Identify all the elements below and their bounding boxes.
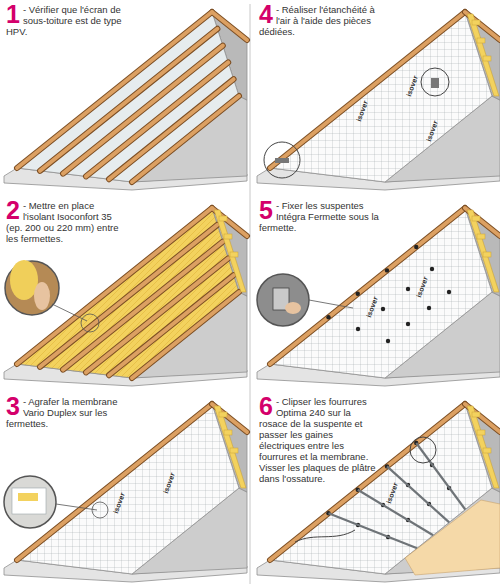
art-use: [257, 12, 500, 190]
column-divider: [250, 4, 251, 584]
art-rect: [12, 488, 46, 514]
art-circle: [4, 476, 56, 528]
art-circle: [92, 502, 108, 518]
art-circle: [410, 437, 436, 463]
panel-3-art: [4, 404, 247, 582]
art-line: [56, 504, 97, 510]
step-number: 5: [259, 199, 273, 221]
art-circle: [421, 68, 449, 96]
step-number: 1: [6, 3, 20, 25]
brand-logo: isover: [405, 74, 419, 97]
panel-1-art: [4, 12, 247, 190]
brand-logo: isover: [415, 275, 429, 298]
art-polygon: [405, 500, 500, 575]
art-ellipse: [285, 302, 301, 314]
step-number: 6: [259, 395, 273, 417]
brand-logo: isover: [355, 99, 369, 122]
art-rect: [275, 158, 289, 163]
art-ellipse: [34, 282, 50, 310]
art-circle: [257, 274, 309, 326]
art-use: [467, 14, 499, 96]
panel-4-art: [257, 12, 500, 190]
step-instruction: 2- Mettre en place l'isolant Isoconfort …: [6, 200, 128, 244]
step-text: - Vérifier que l'écran de sous-toiture e…: [6, 4, 122, 37]
step-text: - Mettre en place l'isolant Isoconfort 3…: [6, 200, 118, 244]
art-use: [467, 210, 499, 292]
art-use: [214, 406, 246, 488]
art-use: [4, 12, 247, 190]
panel-5-art: [257, 208, 500, 386]
step-number: 2: [6, 199, 20, 221]
art-line: [52, 304, 87, 321]
step-instruction: 1- Vérifier que l'écran de sous-toiture …: [6, 4, 128, 37]
art-use: [257, 208, 500, 386]
art-use: [17, 404, 247, 560]
brand-logo: isover: [112, 491, 126, 514]
art-use: [270, 12, 500, 168]
step-instruction: 5- Fixer les suspentes Intégra Fermette …: [259, 200, 381, 233]
art-use: [270, 12, 492, 182]
art-use: [467, 406, 499, 488]
art-use: [4, 404, 247, 582]
step-instruction: 4- Réaliser l'étanchéité à l'air à l'aid…: [259, 4, 381, 37]
art-circle: [264, 142, 300, 178]
art-circle: [81, 314, 99, 332]
brand-logo: isover: [162, 471, 176, 494]
step-number: 4: [259, 3, 273, 25]
step-instruction: 3- Agrafer la membrane Vario Duplex sur …: [6, 396, 128, 429]
step-text: - Fixer les suspentes Intégra Fermette s…: [259, 200, 379, 233]
art-path: [295, 530, 355, 542]
art-use: [326, 245, 451, 343]
brand-logo: isover: [365, 295, 379, 318]
brand-logo: isover: [425, 119, 439, 142]
art-use: [214, 210, 246, 292]
art-use: [17, 12, 247, 182]
art-line: [309, 300, 353, 308]
step-text: - Réaliser l'étanchéité à l'air à l'aide…: [259, 4, 375, 37]
art-circle: [5, 261, 59, 315]
step-instruction: 6- Clipser les fourrures Optima 240 sur …: [259, 396, 381, 484]
art-rect: [18, 493, 38, 501]
brand-logo: isover: [385, 481, 399, 504]
step-text: - Clipser les fourrures Optima 240 sur l…: [259, 396, 376, 484]
step-text: - Agrafer la membrane Vario Duplex sur l…: [6, 396, 117, 429]
step-number: 3: [6, 395, 20, 417]
art-rect: [431, 78, 439, 88]
art-ellipse: [10, 260, 38, 300]
